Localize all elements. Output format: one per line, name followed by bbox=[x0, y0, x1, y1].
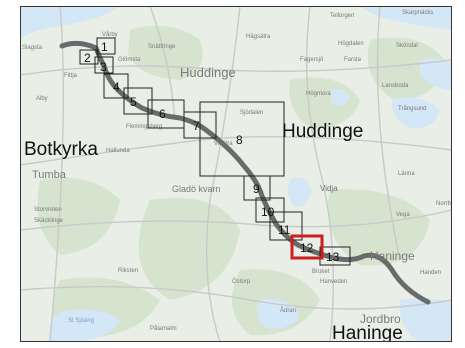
label-riksten: Riksten bbox=[118, 268, 138, 274]
label-palamalm: Pålamalm bbox=[150, 325, 177, 332]
label-sjodalen: Sjödalen bbox=[240, 110, 263, 116]
label-fagersjo: Fagersjö bbox=[300, 57, 324, 63]
label-tellorgen: Tellorgen bbox=[330, 13, 354, 19]
label-norrby: Norrby bbox=[436, 201, 454, 207]
label-fittja: Fittja bbox=[64, 73, 78, 79]
label-st-sjoang: St Sjöäng bbox=[68, 318, 94, 324]
label-skacklinge: Skäcklinge bbox=[34, 218, 64, 224]
medium-place-labels: Huddinge Tumba Gladö kvarn Haninge Jordb… bbox=[32, 65, 415, 326]
segment-number-11: 11 bbox=[278, 223, 291, 237]
label-alby: Alby bbox=[36, 96, 48, 102]
segment-number-9: 9 bbox=[253, 182, 260, 196]
label-vidja: Vidja bbox=[320, 184, 338, 193]
label-hagsatra: Hägsätra bbox=[246, 34, 271, 40]
label-visatra: Visätra bbox=[214, 141, 233, 147]
segment-box-12-highlighted bbox=[290, 234, 324, 260]
label-skarpnacks: Skarpnäcks bbox=[402, 10, 433, 16]
segment-number-2: 2 bbox=[84, 51, 91, 65]
label-smatringe: Snättringe bbox=[148, 44, 176, 50]
label-farsta: Farsta bbox=[344, 57, 362, 63]
label-hallunda: Hallunda bbox=[106, 148, 130, 154]
label-lansboda: Lansboda bbox=[382, 83, 409, 89]
label-tumba: Tumba bbox=[32, 169, 67, 181]
segment-numbers: 1 2 3 4 5 6 7 8 9 10 11 12 13 bbox=[84, 40, 340, 264]
label-ostorp: Östorp bbox=[232, 278, 251, 285]
label-trangsund: Trångsund bbox=[398, 105, 426, 112]
label-haninge-small: Haninge bbox=[370, 249, 415, 263]
segment-number-10: 10 bbox=[261, 205, 275, 219]
label-slagsta: Slagsta bbox=[22, 45, 43, 51]
small-place-labels: Tellorgen Skarpnäcks Slagsta Vårby Snätt… bbox=[22, 10, 454, 332]
label-skondal: Sköndal bbox=[396, 43, 418, 49]
road-network bbox=[20, 6, 452, 342]
label-huddinge-north: Huddinge bbox=[180, 65, 236, 80]
label-hogmora: Högmora bbox=[306, 91, 331, 97]
segment-number-5: 5 bbox=[130, 95, 137, 109]
segment-number-4: 4 bbox=[113, 80, 120, 94]
label-handen: Handen bbox=[420, 270, 441, 276]
label-vega: Vega bbox=[396, 212, 410, 218]
label-flemingsberg: Flemingsberg bbox=[126, 124, 162, 130]
segment-number-8: 8 bbox=[236, 133, 243, 147]
label-glado-kvarn: Gladö kvarn bbox=[172, 184, 221, 194]
segment-number-3: 3 bbox=[100, 60, 107, 74]
segment-number-6: 6 bbox=[159, 107, 166, 121]
label-hogdalen: Högdalen bbox=[338, 41, 364, 47]
label-bruket: Bruket bbox=[312, 269, 330, 275]
label-jordbro: Jordbro bbox=[360, 312, 401, 326]
label-hanveden: Hanveden bbox=[320, 279, 347, 285]
label-haninge: Haninge bbox=[332, 323, 403, 344]
label-adran: Ådran bbox=[280, 307, 296, 314]
segment-boxes bbox=[79, 37, 351, 266]
municipality-labels: Botkyrka Huddinge Haninge bbox=[24, 121, 403, 344]
label-glomsta: Glömsta bbox=[118, 57, 141, 63]
segment-number-7: 7 bbox=[193, 119, 200, 133]
segment-number-12: 12 bbox=[300, 241, 314, 255]
label-huddinge: Huddinge bbox=[282, 121, 363, 142]
label-botkyrka: Botkyrka bbox=[24, 139, 98, 160]
label-vartby: Vårby bbox=[102, 31, 118, 38]
water-areas bbox=[20, 6, 452, 342]
label-lanna: Länna bbox=[398, 171, 415, 177]
segment-number-13: 13 bbox=[326, 250, 340, 264]
label-storvreten: Storvreten bbox=[34, 207, 62, 213]
segment-number-1: 1 bbox=[101, 40, 108, 54]
